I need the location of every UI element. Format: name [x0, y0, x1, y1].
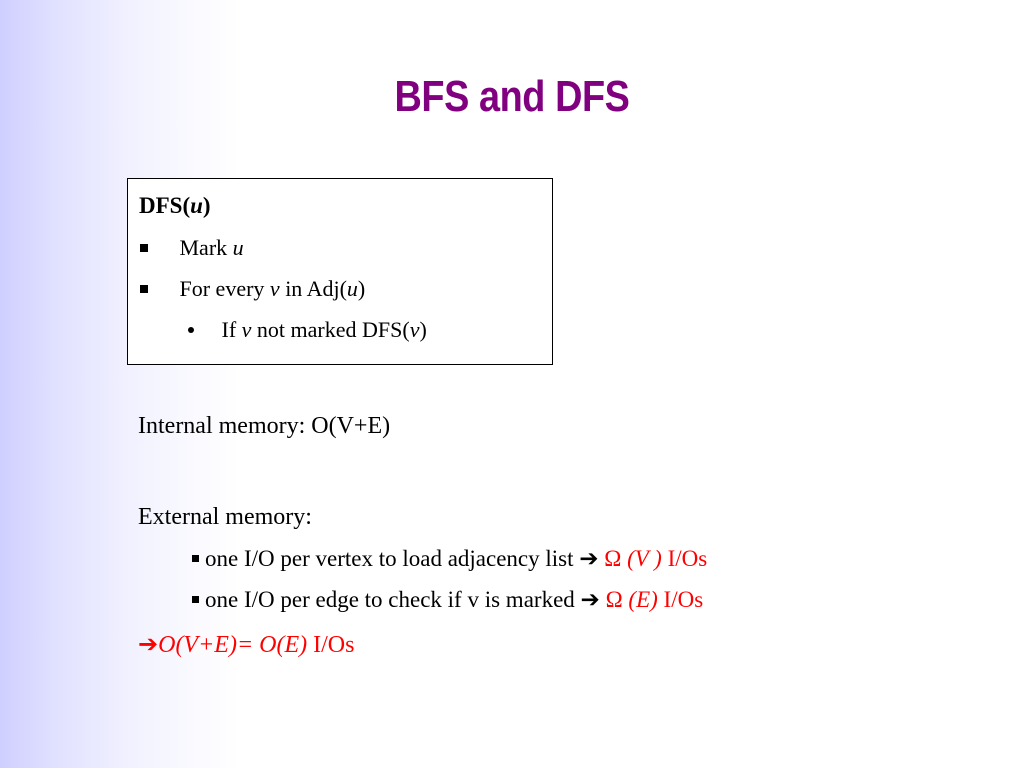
conclusion-line: ➔O(V+E)= O(E) I/Os	[138, 630, 354, 659]
dfs-step-for-text-1: For every	[179, 276, 270, 301]
arrow-right-icon: ➔	[579, 546, 599, 572]
dfs-heading: DFS(u)	[139, 193, 211, 219]
square-bullet-icon	[192, 555, 199, 563]
dfs-step-for-var-1: v	[269, 276, 280, 301]
dfs-heading-var: u	[190, 193, 203, 218]
conclusion-expression: O(V+E)= O(E)	[158, 632, 308, 658]
square-bullet-icon	[140, 284, 148, 293]
dot-bullet-icon	[188, 326, 194, 333]
square-bullet-icon	[192, 596, 199, 604]
dfs-substep-text-1: If	[221, 317, 242, 342]
dfs-substep-if: If v not marked DFS(v)	[188, 317, 427, 343]
io-unit: I/Os	[657, 587, 704, 612]
external-point-vertex: one I/O per vertex to load adjacency lis…	[192, 546, 707, 572]
omega-symbol: Ω	[598, 546, 622, 571]
dfs-substep-var-2: v	[409, 317, 420, 342]
dfs-heading-suffix: )	[202, 193, 211, 218]
dfs-heading-prefix: DFS(	[139, 193, 191, 218]
arrow-right-icon: ➔	[138, 630, 159, 658]
dfs-step-for-var-2: u	[346, 276, 358, 301]
omega-argument: (E)	[622, 587, 658, 612]
dfs-step-mark-var: u	[232, 235, 244, 260]
slide-title: BFS and DFS	[394, 72, 630, 121]
dfs-substep-var-1: v	[241, 317, 252, 342]
external-memory-line: External memory:	[138, 504, 312, 530]
arrow-right-icon: ➔	[580, 587, 600, 613]
omega-argument: (V )	[621, 546, 662, 571]
dfs-step-for-text-3: )	[357, 276, 366, 301]
io-unit: I/Os	[661, 546, 708, 571]
dfs-substep-text-2: not marked DFS(	[251, 317, 410, 342]
external-point-edge-text: one I/O per edge to check if v is marked	[205, 587, 581, 612]
square-bullet-icon	[140, 243, 148, 252]
omega-symbol: Ω	[599, 587, 623, 612]
dfs-substep-text-3: )	[419, 317, 427, 342]
dfs-step-for-text-2: in Adj(	[279, 276, 347, 301]
dfs-step-for-every: For every v in Adj(u)	[140, 276, 365, 302]
internal-memory-line: Internal memory: O(V+E)	[138, 413, 391, 439]
dfs-pseudocode-box: DFS(u) Mark u For every v in Adj(u) If v…	[127, 178, 553, 365]
external-point-edge: one I/O per edge to check if v is marked…	[192, 587, 703, 613]
external-point-vertex-text: one I/O per vertex to load adjacency lis…	[205, 546, 580, 571]
dfs-step-mark-text: Mark	[179, 235, 233, 260]
dfs-step-mark: Mark u	[140, 235, 244, 261]
conclusion-unit: I/Os	[307, 632, 355, 658]
